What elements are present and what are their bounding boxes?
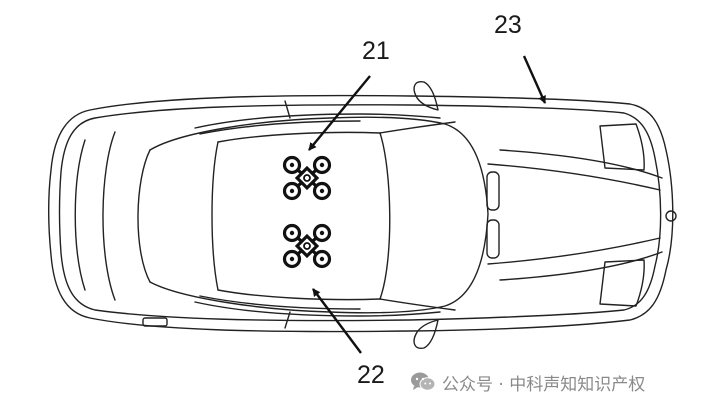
drone-21-icon [282, 155, 332, 201]
leader-line-22 [312, 288, 362, 354]
label-21: 21 [362, 37, 390, 65]
leader-line-23 [522, 55, 547, 104]
watermark-text: 公众号 · 中科声知知识产权 [442, 374, 646, 395]
vehicle-outline [48, 81, 677, 349]
watermark: 公众号 · 中科声知知识产权 [410, 368, 645, 396]
label-23: 23 [494, 11, 522, 39]
label-22: 22 [357, 361, 385, 389]
leader-line-21 [308, 75, 371, 151]
wechat-icon [411, 372, 436, 391]
drone-22-icon [282, 223, 332, 269]
